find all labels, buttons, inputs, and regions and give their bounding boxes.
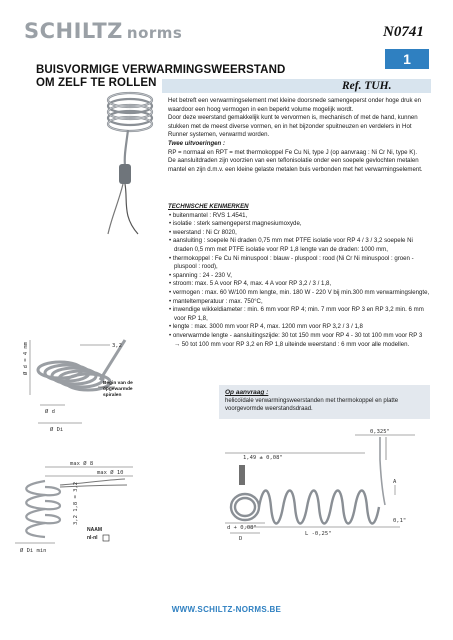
spec-item: • aansluiting : soepele Ni draden 0,75 m…	[169, 237, 413, 253]
intro-paragraph: De aansluitdraden zijn voorzien van een …	[168, 157, 423, 173]
dim-di-min: Ø Di min	[20, 547, 47, 554]
title-line-2: OM ZELF TE ROLLEN	[36, 77, 157, 89]
dim-top: 0,325"	[370, 429, 390, 435]
footer-url[interactable]: WWW.SCHILTZ-NORMS.BE	[171, 605, 282, 614]
coil-callout-label: Begin van de opgewarmde spiralen	[103, 381, 133, 398]
dim-lines: 3,2 1,8 = 3,2	[73, 482, 79, 525]
spec-item: • spanning : 24 - 230 V,	[169, 271, 232, 279]
spec-item: • weerstand : Ni Cr 8020,	[169, 228, 237, 236]
brand-suffix: norms	[126, 24, 183, 42]
dim-mid: 1,49 ± 0,08"	[243, 455, 283, 461]
spec-item: • stroom: max. 5 A voor RP 4, max. 4 A v…	[169, 280, 332, 288]
intro-paragraph: RP = normaal en RPT = met thermokoppel F…	[168, 148, 418, 156]
note-heading: Op aanvraag :	[225, 389, 269, 396]
note-box: Op aanvraag : helicoïdale verwarmingswee…	[219, 385, 430, 419]
label-nl: nl-nl	[87, 535, 98, 541]
spec-item: • buitenmantel : RVS 1.4541,	[169, 211, 248, 219]
intro-text: Het betreft een verwarmingselement met k…	[168, 97, 430, 174]
dim-d: d + 0,08"	[227, 525, 257, 531]
spiral-drawing: max Ø 8 max Ø 10 3,2 1,8 = 3,2 NAAM nl-n…	[15, 460, 133, 554]
title-line-1: BUISVORMIGE VERWARMINGSWEERSTAND	[36, 64, 286, 76]
reference-code: Ref. TUH.	[342, 80, 392, 92]
page-title: BUISVORMIGE VERWARMINGSWEERSTAND OM ZELF…	[36, 64, 285, 90]
spec-item: • manteltemperatuur : max. 750°C,	[169, 297, 263, 305]
product-photo-coil	[106, 91, 154, 235]
spec-item: • lengte : max. 3000 mm voor RP 4, max. …	[169, 323, 363, 331]
spec-item: • inwendige wikkeldiameter : min. 6 mm v…	[169, 306, 424, 322]
versions-heading: Twee uitvoeringen :	[168, 139, 225, 147]
dim-L: L -0,25"	[305, 531, 332, 537]
page-number-badge: 1	[385, 49, 429, 69]
dim-di: Ø Di	[50, 426, 63, 433]
spec-item: • vermogen : max. 60 W/100 mm lengte, mi…	[169, 288, 430, 296]
coil-dimension-drawing: Ø d = 4 mm 3,2 Ø d Ø Di	[22, 339, 127, 433]
document-code: N0741	[383, 24, 424, 40]
dim-end: 0,1"	[393, 518, 406, 524]
dim-left: Ø d = 4 mm	[22, 341, 29, 375]
dim-a: A	[393, 479, 397, 485]
spec-item: • isolatie : sterk samengeperst magnesiu…	[169, 220, 302, 228]
brand-name: SCHILTZ	[24, 19, 123, 43]
dim-D: D	[239, 536, 242, 542]
spiral-thermocouple-drawing: 0,325" 1,49 ± 0,08" A 0,1" d + 0,08" D L…	[225, 429, 415, 542]
ref-bar	[162, 79, 431, 93]
dim-max8: max Ø 8	[70, 460, 93, 467]
specs-list: • buitenmantel : RVS 1.4541,• isolatie :…	[168, 212, 430, 350]
label-naam: NAAM	[87, 527, 102, 533]
spec-item: • onverwarmde lengte - aansluitingszijde…	[169, 331, 423, 348]
dim-pitch: 3,2	[112, 343, 122, 349]
spec-item: • thermokoppel : Fe Cu Ni minuspool : bl…	[169, 254, 414, 271]
intro-paragraph: Door deze weerstand gemakkelijk kunt te …	[168, 114, 418, 139]
specs-section: TECHNISCHE KENMERKEN • buitenmantel : RV…	[168, 203, 430, 349]
dim-max10: max Ø 10	[97, 469, 124, 476]
specs-heading: TECHNISCHE KENMERKEN	[168, 203, 249, 210]
intro-paragraph: Het betreft een verwarmingselement met k…	[168, 97, 422, 113]
dim-d: Ø d	[45, 408, 55, 415]
braided-sleeve	[119, 164, 131, 184]
note-body: helicoïdale verwarmingsweerstanden met t…	[225, 398, 399, 413]
